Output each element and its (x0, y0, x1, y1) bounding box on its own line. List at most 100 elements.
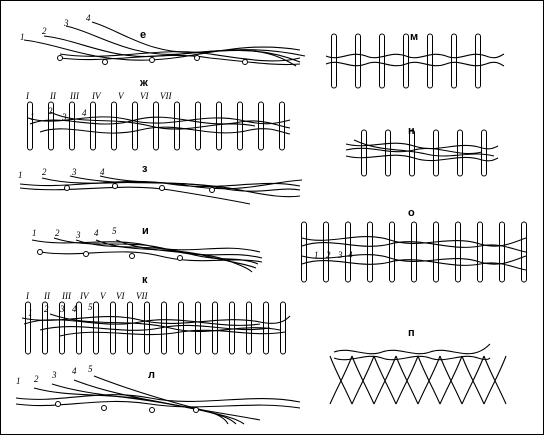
m-rods-rod (403, 33, 409, 89)
o-rods-rod (345, 221, 351, 283)
zh-roman-2: II (49, 91, 57, 101)
m-rods-rod (379, 33, 385, 89)
p-lattice-strand (417, 355, 441, 405)
k-rods-rod (25, 301, 31, 355)
k-roman-7: VII (136, 291, 148, 301)
z-num-2: 2 (42, 167, 47, 177)
k-num-2: 2 (44, 304, 49, 314)
o-rods-rod (323, 221, 329, 283)
n-rods-rod (409, 129, 415, 177)
zh-roman-5: V (118, 91, 125, 101)
k-num-1: 1 (28, 308, 33, 318)
p-lattice-strand (395, 355, 419, 405)
e-num-4: 4 (86, 13, 91, 23)
k-num-5: 5 (88, 302, 93, 312)
zh-roman-7: VII (160, 91, 172, 101)
m-rods-rod (355, 33, 361, 89)
panel-k: I II III IV V VI VII 1 2 3 4 5 к (21, 274, 291, 355)
k-roman-5: V (100, 291, 107, 301)
z-label: з (142, 163, 148, 175)
k-roman-1: I (25, 291, 30, 301)
m-rods-rod (331, 33, 337, 89)
z-num-4: 4 (100, 167, 105, 177)
p-lattice-strand (329, 355, 353, 405)
zh-rods-rod (195, 101, 201, 151)
e-num-2: 2 (42, 26, 47, 36)
zh-rods-rod (216, 101, 222, 151)
o-num-2: 2 (326, 250, 331, 260)
e-num-3: 3 (63, 18, 69, 28)
k-roman-6: VI (116, 291, 125, 301)
panel-m: м (325, 31, 505, 89)
p-lattice-strand (373, 355, 397, 405)
k-rods-rod (127, 301, 133, 355)
i-num-5: 5 (112, 226, 117, 236)
zh-num-4: 4 (82, 108, 87, 118)
m-rods-rod (427, 33, 433, 89)
zh-rods-rod (69, 101, 75, 151)
panel-i: 1 2 3 4 5 и (31, 225, 263, 273)
zh-rods-rod (90, 101, 96, 151)
panel-p: п (329, 327, 507, 405)
k-rods-rod (144, 301, 150, 355)
zh-rods-rod (258, 101, 264, 151)
l-num-4: 4 (72, 366, 77, 376)
n-label: н (408, 125, 415, 137)
zh-num-2: 2 (48, 106, 53, 116)
zh-num-1: 1 (30, 112, 35, 122)
o-num-1: 1 (314, 250, 319, 260)
o-num-3: 3 (337, 250, 343, 260)
k-roman-2: II (43, 291, 51, 301)
n-rods-rod (481, 129, 487, 177)
zh-rods-rod (153, 101, 159, 151)
panel-o: 1 2 3 4 о (301, 207, 527, 283)
zh-rods-rod (111, 101, 117, 151)
l-num-1: 1 (16, 376, 21, 386)
k-roman-4: IV (79, 291, 90, 301)
p-lattice-strand (461, 355, 485, 405)
o-rods-rod (499, 221, 505, 283)
panel-zh: I II III IV V VI VII 1 2 3 4 ж (25, 77, 291, 151)
k-rods-rod (195, 301, 201, 355)
k-num-3: 3 (59, 304, 65, 314)
panel-n: н (345, 125, 499, 177)
z-num-3: 3 (71, 167, 77, 177)
e-num-1: 1 (20, 32, 25, 42)
i-num-3: 3 (75, 230, 81, 240)
i-num-4: 4 (94, 228, 99, 238)
k-rods-rod (110, 301, 116, 355)
o-rods-rod (301, 221, 307, 283)
o-rods-rod (455, 221, 461, 283)
zh-rods-rod (174, 101, 180, 151)
k-label: к (142, 274, 148, 286)
l-num-3: 3 (51, 370, 57, 380)
k-rods-rod (178, 301, 184, 355)
zh-roman-6: VI (140, 91, 149, 101)
zh-roman-3: III (69, 91, 80, 101)
l-label: л (148, 369, 155, 381)
panel-e: 1 2 3 4 е (20, 13, 306, 67)
p-label: п (408, 327, 415, 339)
o-rods-rod (389, 221, 395, 283)
zh-rods-rod (27, 101, 33, 151)
p-lattice-strand (461, 355, 485, 405)
n-rods-rod (433, 129, 439, 177)
p-lattice-strand (351, 355, 375, 405)
p-lattice-strand (483, 355, 507, 405)
m-rods-rod (451, 33, 457, 89)
p-lattice-strand (329, 355, 353, 405)
k-rods-rod (229, 301, 235, 355)
zh-rods-rod (237, 101, 243, 151)
zh-rods-rod (132, 101, 138, 151)
o-rods-rod (433, 221, 439, 283)
k-rods-rod (212, 301, 218, 355)
e-label: е (140, 29, 146, 41)
n-rods-rod (361, 129, 367, 177)
k-rods-rod (59, 301, 65, 355)
o-label: о (408, 207, 415, 219)
zh-num-3: 3 (61, 112, 67, 122)
i-num-2: 2 (55, 228, 60, 238)
o-rods-rod (367, 221, 373, 283)
